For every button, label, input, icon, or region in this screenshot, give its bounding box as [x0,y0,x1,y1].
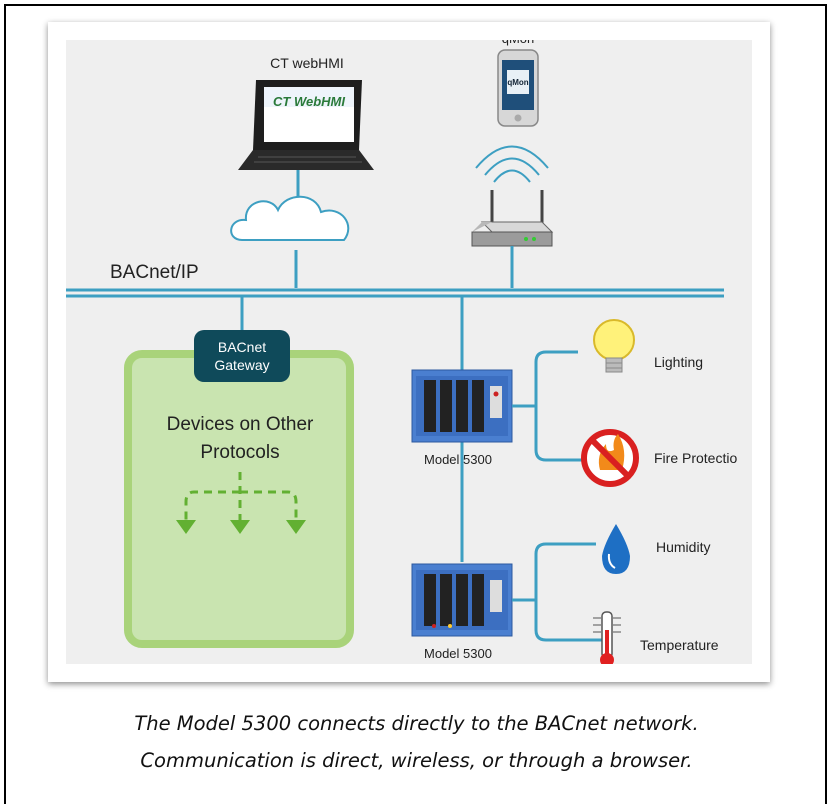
temperature-label: Temperature [640,637,719,653]
devices-label-line1: Devices on Other [167,414,314,435]
other-protocols-box [124,350,354,648]
phone-screen-text: qMon [507,78,528,87]
top-module-connectors [512,350,584,462]
phone-icon [497,49,539,127]
fire-label: Fire Protectio [654,450,737,466]
lighting-label: Lighting [654,354,703,370]
wifi-signal-icon [475,145,549,183]
caption-line-1: The Model 5300 connects directly to the … [134,712,699,735]
humidity-drop-icon [602,524,630,574]
devices-label-line2: Protocols [200,442,279,463]
model-label-bottom: Model 5300 [424,646,492,661]
fire-protection-icon [581,429,639,487]
thermometer-icon [593,611,621,664]
network-diagram: CT WebHMI CT webHMI qMon qMon BACnet/IP [66,40,752,664]
bottom-module-connectors [512,542,602,642]
phone-label: qMon [502,40,535,46]
humidity-label: Humidity [656,539,710,555]
bacnet-ip-bus [66,288,724,298]
protocol-arrowheads [176,520,306,534]
model-label-top: Model 5300 [424,452,492,467]
gateway-label-line2: Gateway [214,357,269,373]
router-icon [471,190,554,247]
laptop-screen-text: CT WebHMI [273,94,345,109]
caption-line-2: Communication is direct, wireless, or th… [140,749,693,772]
light-bulb-icon [593,319,635,373]
model-5300-top-icon [411,369,513,443]
gateway-box [194,330,290,382]
laptop-icon [238,80,374,170]
gateway-label-line1: BACnet [218,339,266,355]
laptop-label: CT webHMI [270,55,344,71]
figure-frame [4,4,827,804]
model-5300-bottom-icon [411,563,513,637]
protocol-arrows-icon [184,472,298,520]
cloud-icon [230,195,350,241]
network-label: BACnet/IP [110,262,199,283]
